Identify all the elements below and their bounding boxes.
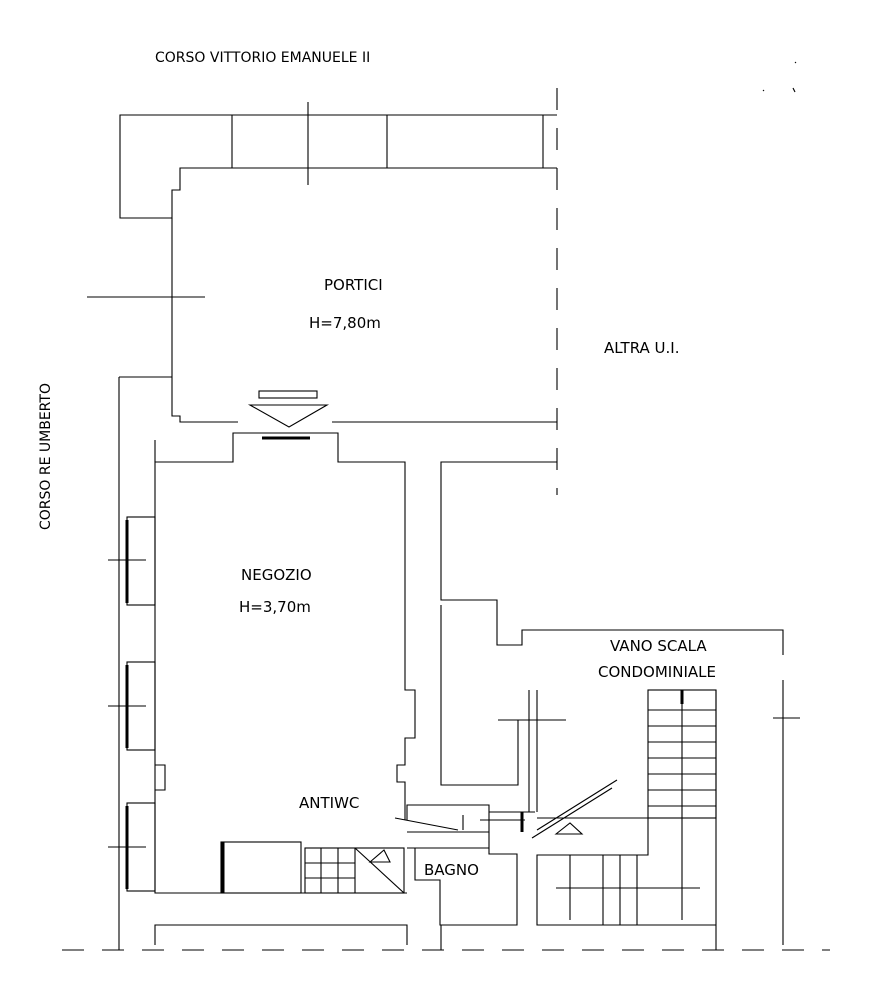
- bottom-edge: [62, 924, 830, 951]
- street-label-west: CORSO RE UMBERTO: [38, 383, 54, 530]
- portico-outline: [87, 102, 557, 423]
- label-portici-height: H=7,80m: [309, 314, 381, 332]
- label-altra-ui: ALTRA U.I.: [604, 339, 680, 357]
- label-vano-scala: VANO SCALA: [610, 637, 707, 655]
- street-label-north: CORSO VITTORIO EMANUELE II: [155, 50, 370, 66]
- label-portici: PORTICI: [324, 276, 383, 294]
- negozio-walls: [108, 377, 416, 950]
- stairwell: [531, 680, 800, 945]
- antiwc-bagno-walls: [394, 804, 535, 926]
- label-negozio: NEGOZIO: [241, 566, 312, 584]
- corridor-walls: [440, 461, 784, 812]
- stray-marks: [762, 61, 797, 93]
- label-condominiale: CONDOMINIALE: [598, 663, 716, 681]
- label-negozio-height: H=3,70m: [239, 598, 311, 616]
- label-bagno: BAGNO: [424, 861, 479, 879]
- shop-fixtures: [220, 841, 405, 894]
- label-antiwc: ANTIWC: [299, 794, 359, 812]
- entrance-arrow-icon: [247, 390, 330, 428]
